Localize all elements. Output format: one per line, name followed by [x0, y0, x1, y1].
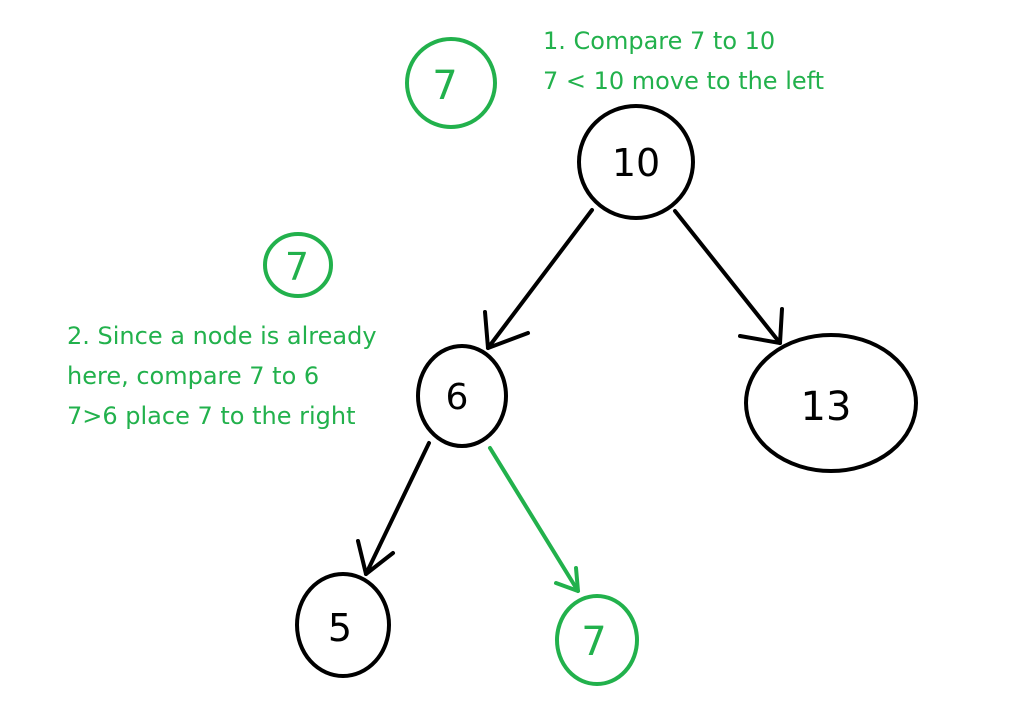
step2-line3: 7>6 place 7 to the right [67, 402, 356, 430]
step2-line2: here, compare 7 to 6 [67, 362, 320, 390]
pending-node-step2-label: 7 [285, 245, 309, 289]
node-5-label: 5 [328, 606, 352, 650]
node-13-label: 13 [801, 384, 852, 430]
node-6: 6 [416, 344, 508, 448]
node-10-label: 10 [612, 141, 660, 185]
pending-node-step1-label: 7 [432, 63, 457, 109]
edge-10-to-6 [483, 208, 594, 350]
node-6-label: 6 [446, 377, 469, 418]
node-7-inserted: 7 [555, 594, 639, 686]
edge-6-to-5 [356, 441, 431, 576]
node-5: 5 [295, 572, 391, 678]
step1-note: 1. Compare 7 to 10 7 < 10 move to the le… [543, 21, 824, 101]
pending-node-step2: 7 [263, 232, 333, 298]
edge-6-to-7-insert [488, 446, 580, 593]
edge-10-to-13 [673, 209, 784, 345]
step2-note: 2. Since a node is already here, compare… [67, 316, 377, 436]
step1-line1: 1. Compare 7 to 10 [543, 27, 776, 55]
node-10: 10 [577, 104, 695, 220]
step2-line1: 2. Since a node is already [67, 322, 377, 350]
node-13: 13 [744, 333, 918, 473]
node-7-inserted-label: 7 [581, 619, 606, 665]
step1-line2: 7 < 10 move to the left [543, 67, 825, 95]
pending-node-step1: 7 [405, 37, 497, 129]
